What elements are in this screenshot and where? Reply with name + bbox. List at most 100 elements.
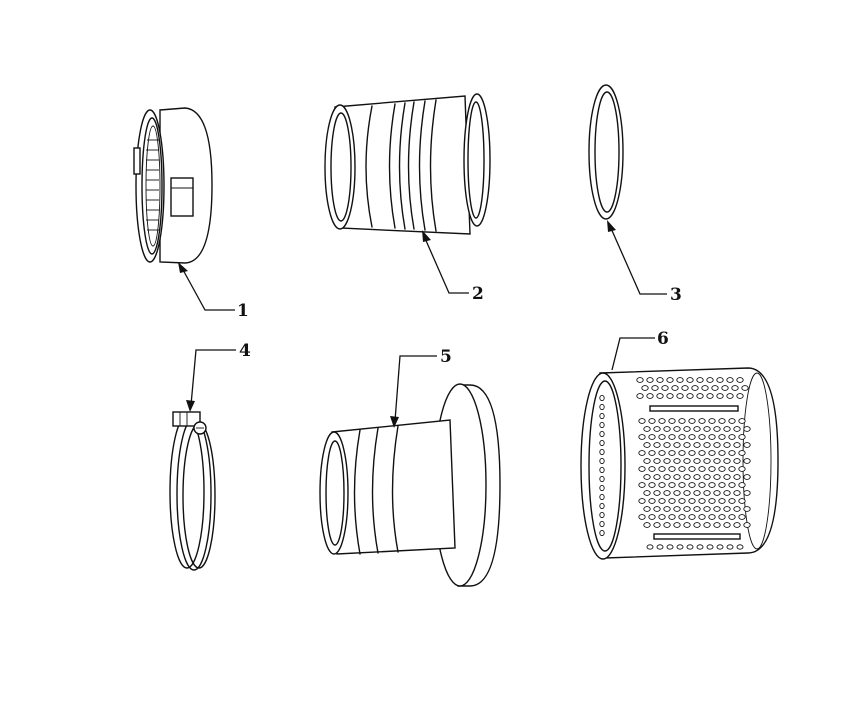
perforation-hole: [718, 482, 726, 488]
perforation-hole: [658, 514, 666, 520]
perforation-hole: [648, 418, 656, 424]
perforation-hole: [698, 498, 706, 504]
perforation-hole: [728, 450, 736, 456]
perforation-hole: [661, 385, 669, 391]
perforation-hole: [663, 442, 671, 448]
perforation-hole: [728, 482, 736, 488]
perforation-hole: [706, 377, 714, 383]
perforation-hole: [683, 474, 691, 480]
callout-label-6: 6: [657, 329, 669, 349]
perforation-hole: [736, 393, 744, 399]
perforation-hole: [743, 426, 751, 432]
perforation-hole: [696, 544, 704, 550]
perforation-hole: [698, 450, 706, 456]
perforation-hole: [718, 498, 726, 504]
perforation-hole: [673, 490, 681, 496]
perforation-hole: [711, 385, 719, 391]
perforation-hole: [658, 482, 666, 488]
perforation-hole: [708, 482, 716, 488]
perforation-hole: [656, 377, 664, 383]
perforation-hole: [723, 442, 731, 448]
perforation-hole: [738, 466, 746, 472]
part-2-ribbed-sleeve: [324, 93, 491, 235]
perforation-hole: [738, 450, 746, 456]
perforation-hole: [736, 544, 744, 550]
perforation-hole: [663, 506, 671, 512]
perforation-hole: [653, 506, 661, 512]
perforation-hole: [678, 418, 686, 424]
perforation-hole: [733, 490, 741, 496]
perforation-hole: [733, 474, 741, 480]
perforation-hole: [599, 520, 605, 528]
perforation-hole: [738, 514, 746, 520]
perforation-hole: [708, 434, 716, 440]
perforation-hole: [688, 466, 696, 472]
callout-label-3: 3: [670, 285, 682, 305]
perforation-hole: [599, 493, 605, 501]
perforation-hole: [741, 385, 749, 391]
perforation-hole: [726, 544, 734, 550]
callout-4: 4: [186, 341, 251, 412]
perforation-hole: [693, 490, 701, 496]
perforation-hole: [716, 377, 724, 383]
perforation-hole: [743, 458, 751, 464]
perforation-hole: [676, 377, 684, 383]
perforation-hole: [693, 442, 701, 448]
perforation-hole: [638, 498, 646, 504]
perforation-hole: [713, 474, 721, 480]
perforation-hole: [668, 450, 676, 456]
perforation-hole: [636, 377, 644, 383]
perforation-hole: [733, 522, 741, 528]
perforation-hole: [703, 490, 711, 496]
perforation-hole: [693, 426, 701, 432]
perforation-hole: [653, 474, 661, 480]
perforation-hole: [599, 403, 605, 411]
perforation-hole: [673, 458, 681, 464]
perforation-hole: [638, 514, 646, 520]
perforation-hole: [643, 490, 651, 496]
perforation-hole: [728, 498, 736, 504]
callout-label-2: 2: [472, 284, 484, 304]
perforation-hole: [599, 457, 605, 465]
perforation-hole: [743, 442, 751, 448]
perforation-hole: [676, 544, 684, 550]
perforation-hole: [743, 474, 751, 480]
perforation-hole: [688, 514, 696, 520]
perforation-hole: [648, 450, 656, 456]
perforation-hole: [713, 490, 721, 496]
perforation-hole: [653, 458, 661, 464]
perforation-hole: [599, 484, 605, 492]
perforation-hole: [638, 482, 646, 488]
perforation-hole: [599, 421, 605, 429]
perforation-hole: [708, 514, 716, 520]
perforation-hole: [599, 502, 605, 510]
perforation-hole: [658, 450, 666, 456]
perforation-hole: [738, 434, 746, 440]
perforation-hole: [653, 442, 661, 448]
callout-5: 5: [390, 347, 452, 428]
callout-6: 6: [611, 329, 669, 371]
callout-label-1: 1: [237, 301, 249, 321]
perforation-hole: [599, 529, 605, 537]
perforation-hole: [698, 482, 706, 488]
perforation-hole: [599, 466, 605, 474]
perforation-hole: [599, 448, 605, 456]
perforation-hole: [651, 385, 659, 391]
perforation-hole: [738, 482, 746, 488]
perforation-hole: [743, 506, 751, 512]
perforation-hole: [688, 482, 696, 488]
perforation-hole: [638, 418, 646, 424]
perforation-holes: [599, 377, 751, 550]
perforation-hole: [646, 393, 654, 399]
perforation-hole: [599, 430, 605, 438]
perforation-hole: [663, 474, 671, 480]
perforation-hole: [653, 522, 661, 528]
perforation-hole: [728, 466, 736, 472]
perforation-hole: [701, 385, 709, 391]
perforation-hole: [728, 434, 736, 440]
perforation-hole: [668, 482, 676, 488]
part-1-coupling-cap: [133, 107, 213, 264]
perforation-hole: [678, 482, 686, 488]
perforation-hole: [693, 522, 701, 528]
